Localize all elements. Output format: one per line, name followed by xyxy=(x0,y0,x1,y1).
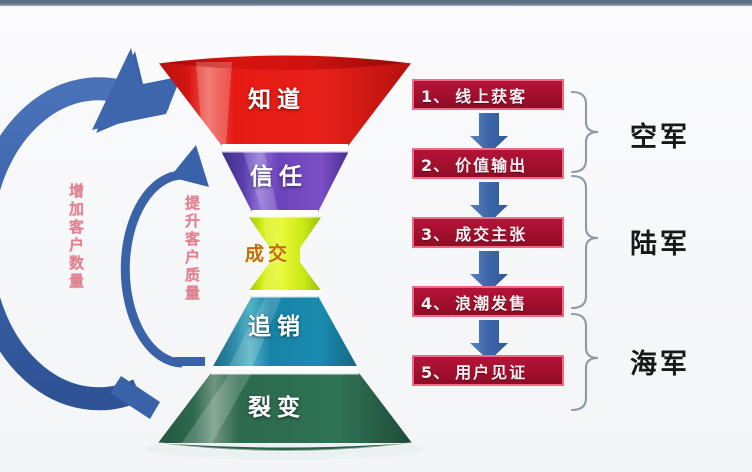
branch-label-navy: 海军 xyxy=(630,349,690,380)
branch-braces xyxy=(570,90,599,412)
step-4-label: 浪潮发售 xyxy=(455,293,528,313)
step-5-number: 5、 xyxy=(421,362,451,382)
step-3-number: 3、 xyxy=(421,224,451,244)
funnel-stage-upsell xyxy=(212,294,358,370)
step-2-label: 价值输出 xyxy=(455,155,528,175)
brace-air xyxy=(570,90,599,174)
step-4-number: 4、 xyxy=(421,293,451,313)
step-2-number: 2、 xyxy=(421,155,451,175)
funnel-stage-deal xyxy=(248,214,322,294)
window-top-bar xyxy=(0,0,752,6)
step-arrow-3-4 xyxy=(470,251,508,292)
funnel-stage-know xyxy=(157,52,413,148)
step-arrow-2-3 xyxy=(470,182,508,223)
step-1-number: 1、 xyxy=(421,86,451,106)
branch-label-air: 空军 xyxy=(630,122,690,153)
step-1-label: 线上获客 xyxy=(455,86,528,106)
step-box-2[interactable]: 2、 价值输出 xyxy=(412,148,564,179)
inner-loop-label: 提升客户质量 xyxy=(183,195,201,303)
brace-army xyxy=(570,174,599,310)
funnel-stage-fission xyxy=(157,371,413,452)
step-3-label: 成交主张 xyxy=(455,224,528,244)
step-arrow-4-5 xyxy=(470,320,508,361)
brace-navy xyxy=(570,312,599,412)
step-connector-arrows xyxy=(470,113,508,361)
inner-loop-arrow xyxy=(120,145,209,368)
branch-label-army: 陆军 xyxy=(630,229,690,260)
step-box-5[interactable]: 5、 用户见证 xyxy=(412,355,564,386)
outer-loop-arrow xyxy=(0,48,180,419)
step-box-4[interactable]: 4、 浪潮发售 xyxy=(412,286,564,317)
step-box-3[interactable]: 3、 成交主张 xyxy=(412,217,564,248)
step-arrow-1-2 xyxy=(470,113,508,154)
step-box-1[interactable]: 1、 线上获客 xyxy=(412,79,564,110)
step-5-label: 用户见证 xyxy=(455,362,528,382)
outer-loop-label: 增加客户数量 xyxy=(67,183,85,291)
funnel-stage-trust xyxy=(221,149,349,214)
funnel-graphic xyxy=(145,52,425,460)
